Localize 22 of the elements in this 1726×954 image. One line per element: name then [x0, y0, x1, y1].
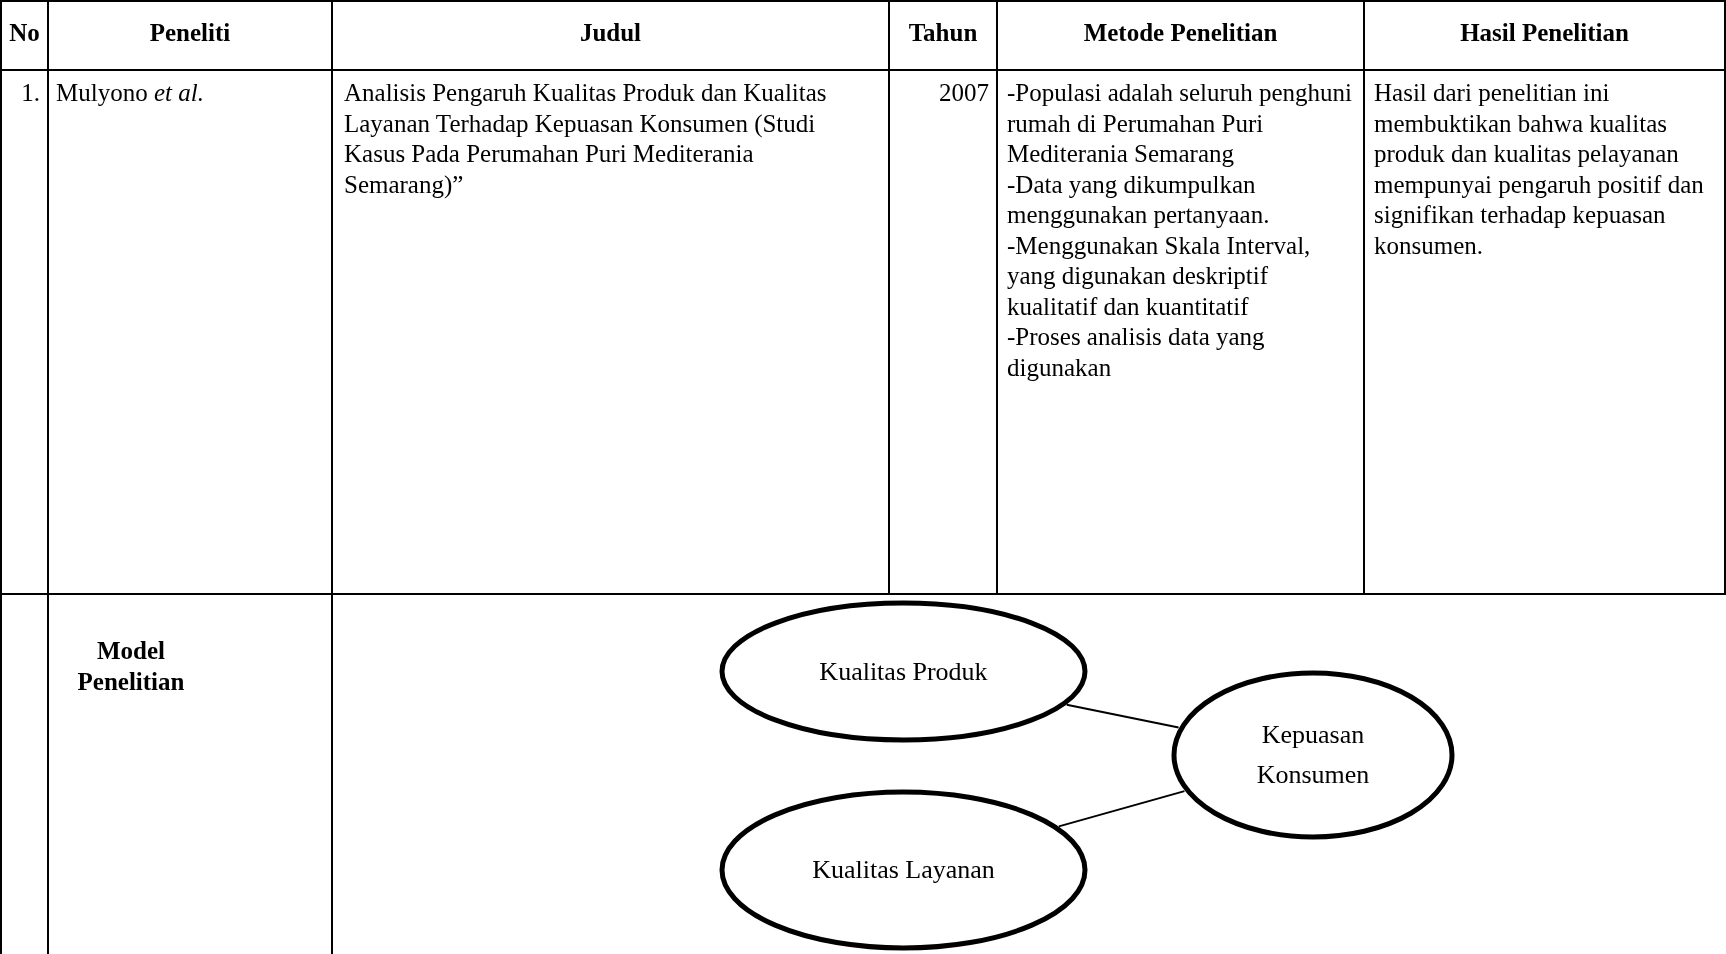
column-header: Judul [578, 18, 643, 48]
year-text: 2007 [938, 78, 989, 108]
row-number: 1. [20, 78, 40, 108]
connector-line [1065, 703, 1180, 729]
column-header: Metode Penelitian [1082, 18, 1279, 48]
connector-line [1057, 790, 1186, 828]
model-heading: Model Penelitian [76, 636, 186, 697]
method-text: -Menggunakan Skala Interval, [1007, 230, 1312, 261]
title-text: Analisis Pengaruh Kualitas Produk dan Kualitas Layanan Terhadap Kepuasan Konsumen (Studi Kasus Pada Perumahan Puri Mediterania Semarang)” [344, 78, 828, 200]
variable-ellipse: Kualitas Produk [719, 600, 1088, 743]
column-header: Hasil Penelitian [1459, 18, 1630, 48]
column-header: Peneliti [148, 18, 232, 48]
result-text: Hasil dari penelitian ini membuktikan bahwa kualitas produk dan kualitas pelayanan mempunyai pengaruh positif dan signifikan terhadap kepuasan konsumen. [1374, 78, 1705, 261]
variable-ellipse: Kepuasan Konsumen [1171, 670, 1455, 840]
method-text: yang digunakan deskriptif kualitatif dan kuantitatif [1007, 261, 1270, 322]
method-text: -Populasi adalah seluruh penghuni rumah di Perumahan Puri Mediterania Semarang [1007, 78, 1354, 169]
method-text: -Proses analisis data yang digunakan [1007, 322, 1266, 383]
variable-ellipse: Kualitas Layanan [719, 789, 1088, 951]
column-header: No [8, 18, 41, 48]
method-text: -Data yang dikumpulkan menggunakan pertanyaan. [1007, 169, 1271, 230]
author-name: Mulyono et al. [56, 78, 205, 108]
column-header: Tahun [907, 18, 979, 48]
